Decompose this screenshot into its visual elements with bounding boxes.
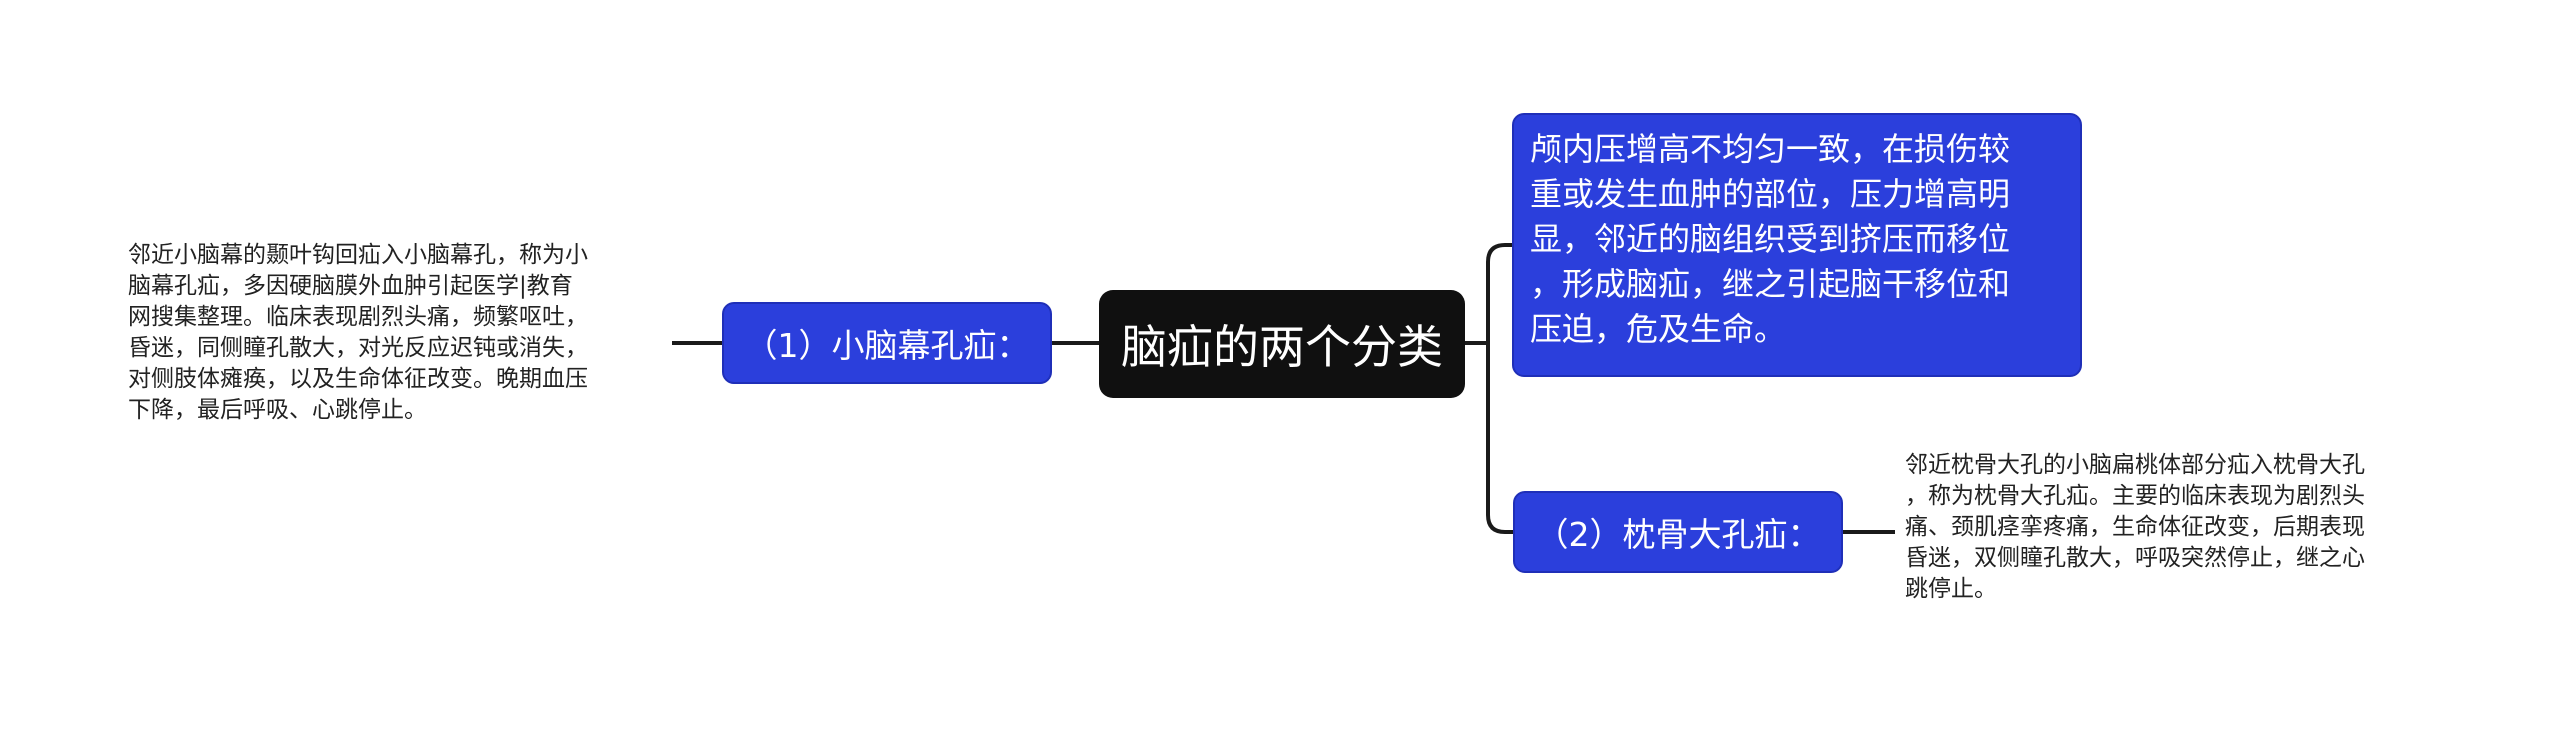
leaf-line: 邻近小脑幕的颞叶钩回疝入小脑幕孔，称为小	[128, 242, 588, 268]
leaf-line: 昏迷，双侧瞳孔散大，呼吸突然停止，继之心	[1905, 545, 2365, 571]
leaf-line: 邻近枕骨大孔的小脑扁桃体部分疝入枕骨大孔	[1905, 452, 2365, 478]
leaf-line: 网搜集整理。临床表现剧烈头痛，频繁呕吐，	[128, 304, 588, 330]
root-label: 脑疝的两个分类	[1121, 320, 1443, 374]
connector-root-right	[1465, 243, 1513, 534]
leaf-line: ，称为枕骨大孔疝。主要的临床表现为剧烈头	[1905, 483, 2365, 509]
leaf-line: 痛、颈肌痉挛疼痛，生命体征改变，后期表现	[1905, 514, 2365, 540]
leaf-line: 下降，最后呼吸、心跳停止。	[128, 397, 427, 423]
branch-line: 颅内压增高不均匀一致，在损伤较	[1530, 130, 2011, 168]
leaf-line: 脑幕孔疝，多因硬脑膜外血肿引起医学|教育	[128, 273, 573, 299]
branch-node-intracranial-pressure[interactable]: 颅内压增高不均匀一致，在损伤较 重或发生血肿的部位，压力增高明 显，邻近的脑组织…	[1512, 113, 2082, 377]
leaf-text-foramen-magnum: 邻近枕骨大孔的小脑扁桃体部分疝入枕骨大孔 ，称为枕骨大孔疝。主要的临床表现为剧烈…	[1905, 450, 2450, 605]
leaf-text-cerebellar-tentorial: 邻近小脑幕的颞叶钩回疝入小脑幕孔，称为小 脑幕孔疝，多因硬脑膜外血肿引起医学|教…	[128, 240, 668, 426]
leaf-line: 对侧肢体瘫痪，以及生命体征改变。晚期血压	[128, 366, 588, 392]
branch-line: 显，邻近的脑组织受到挤压而移位	[1530, 220, 2011, 258]
branch-label: （1）小脑幕孔疝：	[744, 326, 1030, 365]
leaf-line: 跳停止。	[1905, 576, 1997, 602]
branch-label: （2）枕骨大孔疝：	[1535, 515, 1821, 554]
branch-node-cerebellar-tentorial[interactable]: （1）小脑幕孔疝：	[722, 302, 1052, 384]
branch-line: 重或发生血肿的部位，压力增高明	[1530, 175, 2011, 213]
leaf-line: 昏迷，同侧瞳孔散大，对光反应迟钝或消失，	[128, 335, 588, 361]
root-node[interactable]: 脑疝的两个分类	[1099, 290, 1465, 398]
branch-node-foramen-magnum[interactable]: （2）枕骨大孔疝：	[1513, 491, 1843, 573]
branch-line: ，形成脑疝，继之引起脑干移位和	[1530, 265, 2011, 303]
branch-line: 压迫，危及生命。	[1530, 310, 1787, 348]
